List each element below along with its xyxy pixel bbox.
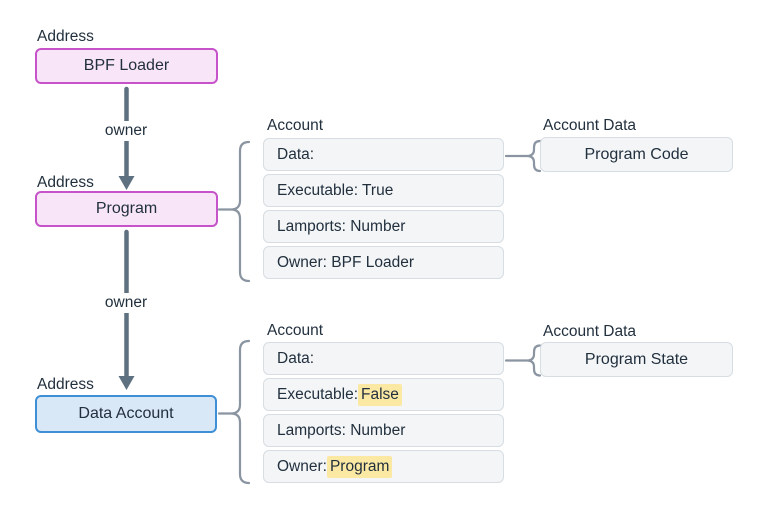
curly-brace-icon [504, 344, 542, 377]
account-data-label: Account Data [543, 117, 637, 134]
account-panel-label: Account [267, 117, 324, 134]
account-panel: Data: Executable:False Lamports: Number … [263, 342, 504, 483]
account-data-box: Program State [540, 342, 733, 377]
curly-brace-icon [217, 140, 251, 283]
address-label: Address [37, 174, 94, 191]
highlight: Program [326, 455, 393, 478]
account-row: Lamports: Number [263, 414, 504, 447]
account-row-text: Executable: [277, 385, 358, 403]
program-node: Program [35, 191, 218, 227]
account-row: Lamports: Number [263, 210, 504, 243]
account-row: Data: [263, 342, 504, 375]
bpf-loader-node: BPF Loader [35, 48, 218, 84]
account-data-label: Account Data [543, 323, 637, 340]
account-row-text: Executable: True [277, 181, 394, 199]
account-row: Owner:Program [263, 450, 504, 483]
account-row: Data: [263, 138, 504, 171]
account-panel: Data: Executable: True Lamports: Number … [263, 138, 504, 279]
account-data-box: Program Code [540, 137, 733, 172]
owner-edge-label: owner [99, 121, 153, 141]
account-row-text: Lamports: Number [277, 217, 406, 235]
highlight: False [358, 383, 402, 406]
account-row-text: Lamports: Number [277, 421, 406, 439]
owner-edge-label: owner [99, 293, 153, 313]
curly-brace-icon [504, 139, 542, 173]
account-row: Owner: BPF Loader [263, 246, 504, 279]
address-label: Address [37, 376, 94, 393]
account-row-text: Data: [277, 349, 315, 367]
data-account-node: Data Account [35, 395, 217, 433]
account-row-text: Owner: [277, 457, 327, 475]
address-label: Address [37, 28, 94, 45]
curly-brace-icon [217, 339, 251, 485]
account-row: Executable:False [263, 378, 504, 411]
account-row-text: Data: [277, 145, 315, 163]
account-panel-label: Account [267, 322, 324, 339]
account-row-text: Owner: BPF Loader [277, 253, 414, 271]
account-row: Executable: True [263, 174, 504, 207]
